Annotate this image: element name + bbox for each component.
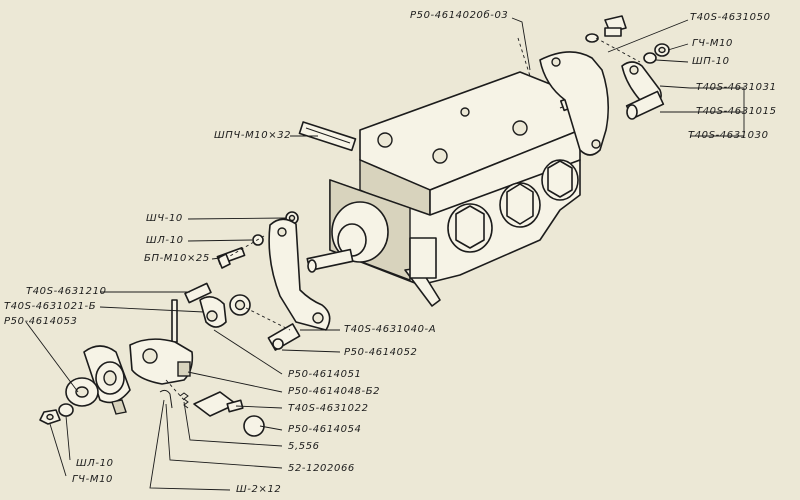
label-t40s-4631040-a: Т40S-4631040-А (344, 324, 437, 335)
label-t40s-4631050: Т40S-4631050 (690, 12, 771, 23)
label-shch-10: ШЧ-10 (146, 213, 183, 224)
pin-t40s-4631015 (625, 90, 665, 120)
bolt-bp-m10x25 (216, 246, 246, 269)
label-shp-10: ШП-10 (692, 56, 730, 67)
label-r50-4614053: Р50-4614053 (4, 316, 78, 327)
assembly-dashed-lines (165, 37, 641, 401)
label-shl-10-bottom: ШЛ-10 (76, 458, 114, 469)
block-t40s-4631022 (193, 391, 244, 417)
stud-shpch-m10x32 (298, 121, 357, 152)
label-t40s-4631022: Т40S-4631022 (288, 403, 369, 414)
lever-body (129, 338, 194, 385)
label-bp-m10x25: БП-М10×25 (144, 253, 210, 264)
ball-r50-4614054 (243, 415, 265, 437)
rod-r50-4614048-b2 (171, 299, 178, 343)
washer-r50-4614051 (229, 294, 251, 316)
shaft-r50-4614052 (267, 323, 301, 351)
label-r50-4614051: Р50-4614051 (288, 369, 362, 380)
bolt-t40s-4631050 (585, 15, 627, 43)
label-5556: 5,556 (288, 441, 320, 452)
label-r50-4614048-b2: Р50-4614048-Б2 (288, 386, 381, 397)
label-52-1202066: 52-1202066 (288, 463, 355, 474)
nut-gch-m10-top (654, 43, 670, 57)
label-r50-4614020b-03: Р50-4614020б-03 (410, 10, 509, 21)
label-r50-4614052: Р50-4614052 (344, 347, 418, 358)
label-t40s-4631031: Т40S-4631031 (696, 82, 777, 93)
spring-5556 (179, 392, 189, 409)
valve-body (306, 71, 581, 307)
leader-lines (25, 17, 745, 491)
label-r50-4614054: Р50-4614054 (288, 424, 362, 435)
label-shpch-m10x32: ШПЧ-М10×32 (214, 130, 292, 141)
label-sh-2x12: Ш-2×12 (236, 484, 282, 495)
washer-shl-10-bottom (58, 403, 74, 417)
label-t40s-4631015: Т40S-4631015 (696, 106, 777, 117)
washer-shp-10 (643, 52, 657, 64)
label-t40s-4631021-b: Т40S-4631021-Б (4, 301, 97, 312)
pin-t40s-4631210 (184, 282, 212, 304)
plate-r50-4614053 (83, 345, 131, 415)
cotter-pin-sh-2x12 (159, 389, 173, 409)
label-t40s-4631210: Т40S-4631210 (26, 286, 107, 297)
label-shl-10-left: ШЛ-10 (146, 235, 184, 246)
nut-gch-m10-bottom (39, 409, 61, 425)
cover-t40s-4631040-a (268, 218, 331, 331)
top-cover-plate (539, 51, 610, 156)
label-gch-m10-bottom: ГЧ-М10 (72, 474, 113, 485)
arm-t40s-4631021-b (199, 296, 227, 328)
label-gch-m10-top: ГЧ-М10 (692, 38, 733, 49)
label-t40s-4631030: Т40S-4631030 (688, 130, 769, 141)
washer-large (65, 377, 99, 407)
